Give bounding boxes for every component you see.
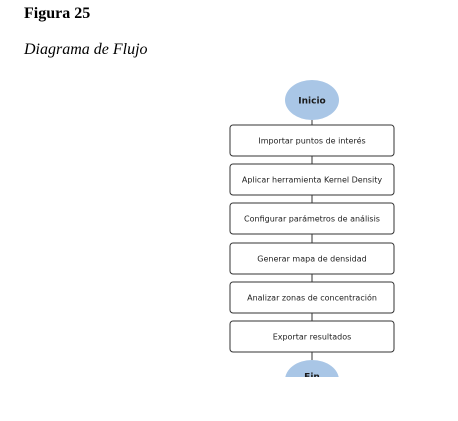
step-5-box [229, 281, 395, 314]
step-4: Generar mapa de densidad [229, 242, 395, 275]
step-6: Exportar resultados [229, 320, 395, 353]
step-6-box [229, 320, 395, 353]
end-node-shape [285, 360, 339, 377]
step-1-label: Importar puntos de interés [258, 136, 365, 146]
step-6-label: Exportar resultados [273, 333, 352, 342]
step-1-box [229, 124, 395, 157]
step-4-box [229, 242, 395, 275]
step-3-box [229, 202, 395, 235]
start-node-label: Inicio [298, 97, 325, 107]
step-2-label: Aplicar herramienta Kernel Density [242, 176, 382, 185]
step-3: Configurar parámetros de análisis [229, 202, 395, 235]
end-node-label: Fin [304, 373, 320, 383]
start-node-shape [285, 80, 339, 120]
figure-label: Figura 25 [24, 5, 91, 22]
figure-title: Diagrama de Flujo [24, 41, 148, 58]
step-5: Analizar zonas de concentración [229, 281, 395, 314]
step-5-label: Analizar zonas de concentración [247, 293, 377, 303]
start-node: Inicio [285, 80, 339, 120]
step-4-label: Generar mapa de densidad [257, 255, 366, 264]
step-1: Importar puntos de interés [229, 124, 395, 157]
step-2-box [229, 163, 395, 196]
end-node: Fin [285, 360, 339, 383]
step-3-label: Configurar parámetros de análisis [244, 215, 380, 224]
step-2: Aplicar herramienta Kernel Density [229, 163, 395, 196]
